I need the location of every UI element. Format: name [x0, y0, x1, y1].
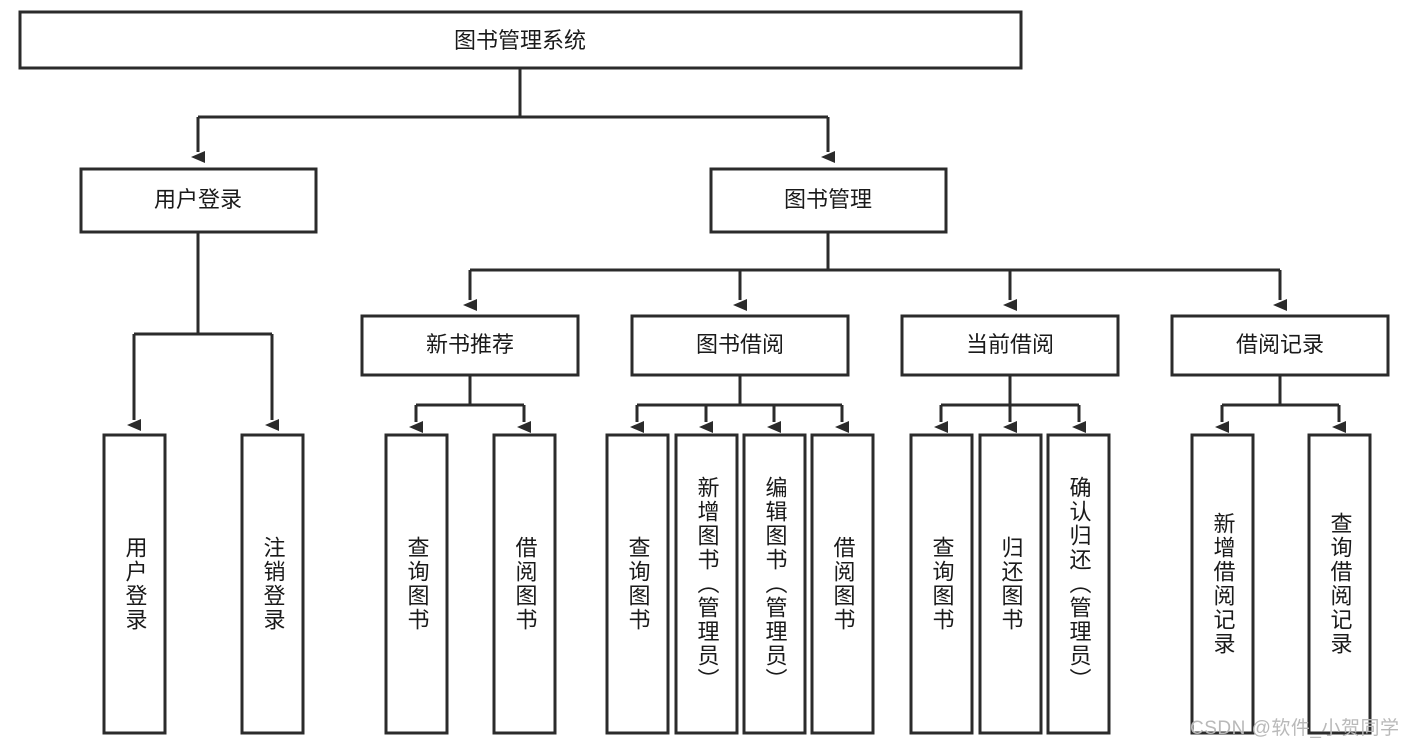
leaf-box-query-book-nb[interactable] — [384, 433, 449, 735]
leaf-box-query-book-bb[interactable] — [605, 433, 670, 735]
connector-borrow-record-to-leaves — [1215, 375, 1346, 433]
node-book-management-label: 图书管理 — [784, 187, 872, 212]
leaf-box-add-record[interactable] — [1190, 433, 1255, 735]
leaf-box-user-login[interactable] — [102, 433, 167, 735]
leaf-box-edit-book-admin[interactable] — [742, 433, 807, 735]
connector-root-to-level1 — [191, 68, 835, 163]
connector-book-mgmt-to-level2 — [463, 232, 1287, 311]
connector-new-book-to-leaves — [409, 375, 531, 433]
node-book-borrow-label: 图书借阅 — [696, 332, 784, 357]
leaf-box-borrow-book-nb[interactable] — [492, 433, 557, 735]
node-new-book-recommend-label: 新书推荐 — [426, 332, 514, 357]
node-current-borrow-label: 当前借阅 — [966, 332, 1054, 357]
node-user-login[interactable]: 用户登录 — [79, 167, 318, 234]
node-root-system[interactable]: 图书管理系统 — [18, 10, 1023, 70]
node-book-management[interactable]: 图书管理 — [709, 167, 948, 234]
node-borrow-record-label: 借阅记录 — [1236, 332, 1324, 357]
leaf-box-logout[interactable] — [240, 433, 305, 735]
connector-user-login-to-leaves — [127, 232, 279, 431]
leaf-box-return-book[interactable] — [978, 433, 1043, 735]
leaf-box-query-book-cb[interactable] — [909, 433, 974, 735]
connector-book-borrow-to-leaves — [630, 375, 849, 433]
leaf-box-borrow-book-bb[interactable] — [810, 433, 875, 735]
node-book-borrow[interactable]: 图书借阅 — [630, 314, 850, 377]
node-user-login-label: 用户登录 — [154, 187, 242, 212]
watermark-text: CSDN @软件_小贺同学 — [1190, 718, 1400, 739]
leaf-box-add-book-admin[interactable] — [674, 433, 739, 735]
leaf-box-query-record[interactable] — [1307, 433, 1372, 735]
node-borrow-record[interactable]: 借阅记录 — [1170, 314, 1390, 377]
connector-current-borrow-to-leaves — [934, 375, 1086, 433]
node-current-borrow[interactable]: 当前借阅 — [900, 314, 1120, 377]
node-root-label: 图书管理系统 — [454, 28, 586, 53]
node-new-book-recommend[interactable]: 新书推荐 — [360, 314, 580, 377]
leaf-boxes — [102, 433, 1372, 735]
leaf-box-confirm-return-admin[interactable] — [1046, 433, 1111, 735]
